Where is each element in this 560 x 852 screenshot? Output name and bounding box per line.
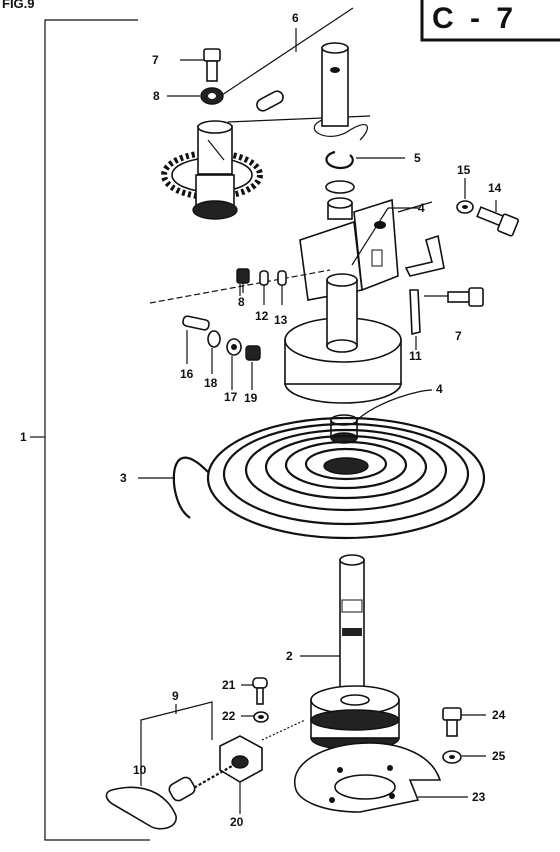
callout-4-top: 4 (418, 201, 425, 215)
section-code: C - 7 (432, 2, 517, 35)
rope-guide (219, 719, 306, 814)
callout-3: 3 (120, 471, 127, 485)
upper-tube (313, 42, 368, 141)
callout-5: 5 (414, 151, 421, 165)
starter-handle (105, 740, 233, 830)
callout-21: 21 (222, 678, 236, 692)
callout-10: 10 (133, 763, 147, 777)
stopper-lever (404, 234, 445, 350)
callout-2: 2 (286, 649, 293, 663)
bushing-top (325, 180, 355, 220)
bolt-24 (442, 707, 486, 737)
section-code-box: C - 7 (420, 0, 560, 42)
callout-20: 20 (230, 815, 244, 829)
callout-22: 22 (222, 709, 236, 723)
callout-13: 13 (274, 313, 288, 327)
callout-4-bottom: 4 (436, 382, 443, 396)
mounting-bracket (299, 198, 433, 301)
callout-labels: 1 2 3 4 4 5 6 7 7 8 8 9 10 11 12 13 14 1… (20, 11, 506, 829)
washer-15 (456, 178, 474, 214)
callout-15: 15 (457, 163, 471, 177)
leader-lines (239, 207, 420, 296)
callout-19: 19 (244, 391, 258, 405)
callout-24: 24 (492, 708, 506, 722)
callout-6: 6 (292, 11, 299, 25)
bolt-14 (476, 200, 519, 237)
callout-14: 14 (488, 181, 502, 195)
callout-1: 1 (20, 430, 27, 444)
callout-7-right: 7 (455, 329, 462, 343)
callout-12: 12 (255, 309, 269, 323)
group-bracket-9 (140, 701, 213, 740)
washer-22 (241, 711, 269, 723)
callout-16: 16 (180, 367, 194, 381)
base-plate (293, 742, 468, 813)
bolt-21 (241, 677, 268, 705)
retaining-clip (325, 150, 405, 170)
bolt-right (424, 287, 484, 307)
callout-18: 18 (204, 376, 218, 390)
main-shaft (300, 554, 365, 696)
callout-11: 11 (409, 349, 422, 363)
recoil-reel (284, 273, 402, 404)
callout-17: 17 (224, 390, 238, 404)
assembly-bracket (30, 19, 150, 841)
figure-label: FIG.9 (2, 0, 35, 11)
recoil-spring (138, 416, 486, 540)
callout-7-top: 7 (152, 53, 159, 67)
nut-top (167, 87, 224, 105)
rope-pulley (310, 685, 400, 751)
callout-9: 9 (172, 689, 179, 703)
pin (256, 90, 284, 112)
washer-25 (442, 750, 486, 764)
callout-8-top: 8 (153, 89, 160, 103)
bolt-top (180, 48, 221, 82)
callout-8-row: 8 (238, 295, 245, 309)
callout-23: 23 (472, 790, 486, 804)
callout-25: 25 (492, 749, 506, 763)
drive-gear (161, 120, 263, 220)
